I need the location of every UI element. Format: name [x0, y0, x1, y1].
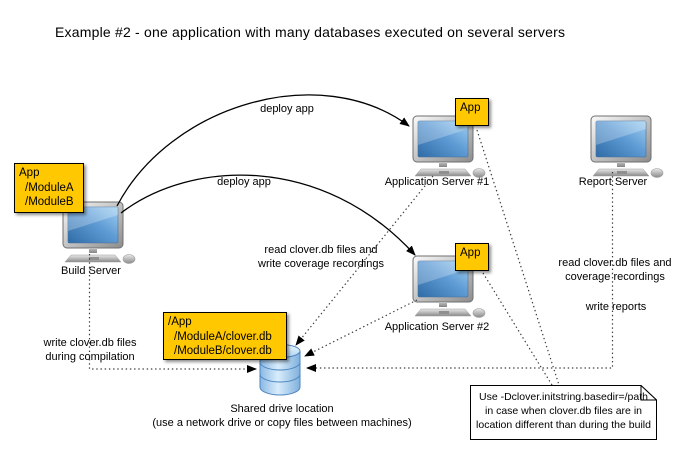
build-server-label: Build Server	[61, 265, 121, 277]
deploy-app-label-2: deploy app	[217, 176, 271, 188]
read-write-coverage-label: read clover.db files and write coverage …	[221, 244, 421, 271]
build-modules-badge: App /ModuleA /ModuleB	[14, 163, 84, 213]
write-clover-line-1: write clover.db files	[43, 337, 137, 349]
initstring-note: Use -Dclover.initstring.basedir=/path in…	[470, 385, 657, 440]
build-modules-line-3: /ModuleB	[25, 196, 74, 208]
clover-paths-line-1: /App	[168, 316, 192, 328]
build-modules-line-2: /ModuleA	[25, 181, 74, 194]
shared-drive-label: Shared drive location	[230, 403, 334, 415]
note-line-1: Use -Dclover.initstring.basedir=/path	[479, 391, 648, 403]
shared-drive-sublabel: (use a network drive or copy files betwe…	[152, 417, 412, 429]
write-clover-line-2: during compilation	[45, 350, 135, 363]
application-server-1-label: Application Server #1	[384, 176, 490, 188]
clover-paths-line-3: /ModuleB/clover.db	[174, 345, 272, 357]
note-line-3: location different than during the build	[476, 419, 651, 431]
read-coverage-line-1: read clover.db files and	[558, 257, 672, 269]
report-server-label: Report Server	[578, 176, 648, 188]
diagram-title: Example #2 - one application with many d…	[55, 24, 566, 40]
application-server-2-label: Application Server #2	[384, 321, 490, 333]
read-write-coverage-line-1: read clover.db files and	[264, 244, 378, 256]
note-text: Use -Dclover.initstring.basedir=/path in…	[470, 385, 657, 432]
read-coverage-label: read clover.db files and coverage record…	[520, 257, 696, 284]
clover-paths-badge: /App /ModuleA/clover.db /ModuleB/clover.…	[163, 312, 287, 360]
write-clover-label: write clover.db files during compilation	[10, 337, 170, 364]
app-badge-server-1: App	[455, 98, 489, 126]
deploy-app-label-1: deploy app	[260, 103, 314, 115]
note-line-2: in case when clover.db files are in	[484, 405, 642, 417]
clover-paths-line-2: /ModuleA/clover.db	[174, 330, 272, 343]
read-coverage-line-2: coverage recordings	[565, 270, 665, 283]
app-badge-server-2: App	[455, 243, 489, 271]
write-reports-label: write reports	[585, 301, 647, 313]
build-modules-line-1: App	[19, 167, 40, 179]
note-fold-corner-icon	[640, 385, 657, 401]
read-write-coverage-line-2: write coverage recordings	[258, 257, 384, 270]
report-server-computer-icon	[581, 115, 667, 179]
note-shape	[470, 385, 657, 440]
